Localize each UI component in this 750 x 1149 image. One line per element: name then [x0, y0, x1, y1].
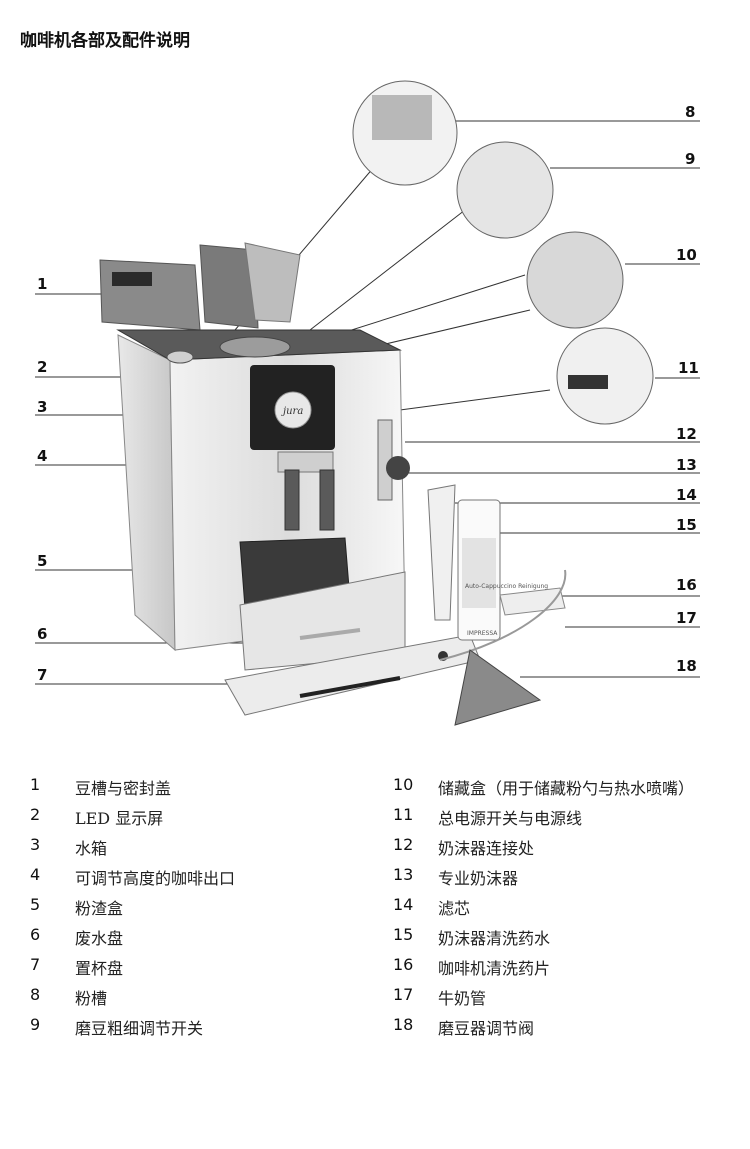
legend-text: 储藏盒（用于储藏粉勺与热水喷嘴）: [438, 779, 695, 798]
legend-text: 废水盘: [75, 929, 124, 948]
product-label-b: IMPRESSA: [467, 630, 498, 637]
legend-number: 3: [30, 835, 41, 854]
legend-number: 14: [393, 895, 414, 914]
legend-text: 磨豆器调节阀: [438, 1019, 535, 1038]
callout-3: 3: [37, 398, 48, 416]
callout-13: 13: [676, 456, 697, 474]
detail-circles: [352, 80, 654, 425]
callout-lines: [35, 120, 700, 685]
legend-number: 12: [393, 835, 414, 854]
legend-number: 18: [393, 1015, 414, 1034]
callout-8: 8: [685, 103, 696, 121]
callout-9: 9: [685, 150, 696, 168]
callout-16: 16: [676, 576, 697, 594]
legend-text: 水箱: [75, 839, 108, 858]
page-title: 咖啡机各部及配件说明: [20, 31, 190, 51]
legend-text: 牛奶管: [438, 989, 487, 1008]
legend-text: 粉槽: [75, 989, 108, 1008]
callout-1: 1: [37, 275, 48, 293]
callout-14: 14: [676, 486, 697, 504]
legend-text: LED 显示屏: [75, 809, 164, 828]
legend-number: 4: [30, 865, 41, 884]
legend-number: 7: [30, 955, 41, 974]
legend-text: 豆槽与密封盖: [75, 779, 172, 798]
callout-17: 17: [676, 609, 697, 627]
product-label-a: Auto-Cappuccino Reinigung: [465, 583, 548, 590]
legend-number: 2: [30, 805, 41, 824]
callout-2: 2: [37, 358, 48, 376]
legend-number: 10: [393, 775, 414, 794]
legend-number: 1: [30, 775, 41, 794]
legend-text: 咖啡机清洗药片: [438, 959, 551, 978]
legend-text: 置杯盘: [75, 959, 124, 978]
callout-4: 4: [37, 447, 48, 465]
legend-text: 总电源开关与电源线: [438, 809, 583, 828]
legend-text: 专业奶沫器: [438, 869, 519, 888]
legend-number: 6: [30, 925, 41, 944]
legend-text: 滤芯: [438, 899, 471, 918]
legend-number: 17: [393, 985, 414, 1004]
legend-text: 奶沫器清洗药水: [438, 929, 551, 948]
callout-7: 7: [37, 666, 48, 684]
legend-number: 5: [30, 895, 41, 914]
legend-number: 16: [393, 955, 414, 974]
callout-10: 10: [676, 246, 697, 264]
svg-text:jura: jura: [281, 406, 303, 417]
callout-11: 11: [678, 359, 699, 377]
legend-number: 15: [393, 925, 414, 944]
accessories: Auto-Cappuccino Reinigung IMPRESSA: [427, 484, 567, 726]
legend-text: 奶沫器连接处: [438, 839, 535, 858]
legend-text: 可调节高度的咖啡出口: [75, 869, 236, 888]
callout-12: 12: [676, 425, 697, 443]
callout-6: 6: [37, 625, 48, 643]
coffee-machine-diagram: jura Auto-Cappuccino Reinigung IMPRESSA: [35, 80, 700, 726]
callout-18: 18: [676, 657, 697, 675]
legend-number: 8: [30, 985, 41, 1004]
callout-5: 5: [37, 552, 48, 570]
legend-number: 11: [393, 805, 414, 824]
legend-number: 13: [393, 865, 414, 884]
legend-text: 粉渣盒: [75, 899, 124, 918]
legend-number: 9: [30, 1015, 41, 1034]
machine-body: jura: [99, 242, 481, 716]
callout-15: 15: [676, 516, 697, 534]
legend-text: 磨豆粗细调节开关: [75, 1019, 204, 1038]
